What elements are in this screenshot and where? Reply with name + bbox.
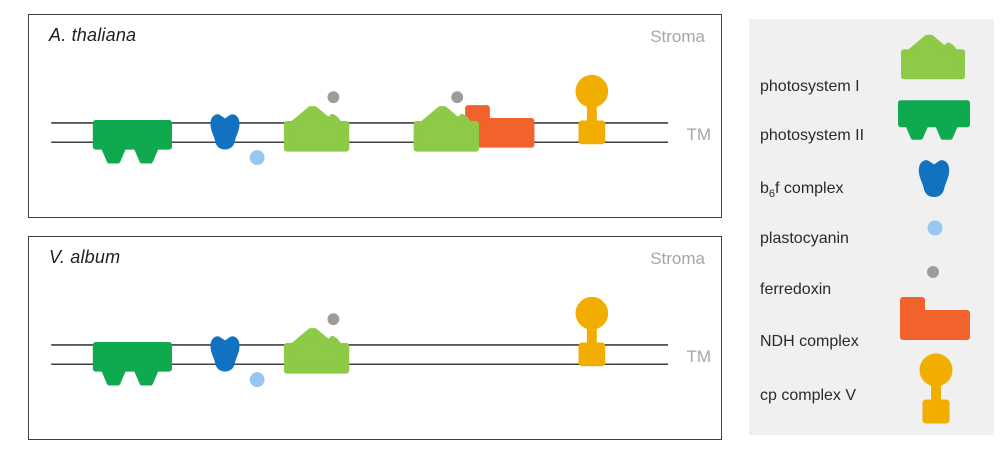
panel-a-thaliana: A. thaliana Stroma TM xyxy=(28,14,722,218)
ndh-complex-icon xyxy=(900,297,970,340)
photosystem-2-shape xyxy=(96,123,169,161)
plastocyanin-icon xyxy=(927,220,943,236)
legend-label-ferredoxin: ferredoxin xyxy=(760,281,832,298)
legend-label-photosystem-2: photosystem II xyxy=(760,127,865,144)
stroma-label: Stroma xyxy=(650,27,705,46)
ferredoxin-shape xyxy=(327,91,340,104)
membrane-diagram-a-thaliana xyxy=(51,74,669,166)
legend-label-ndh-complex: NDH complex xyxy=(760,333,859,350)
b6f-complex-shape xyxy=(210,336,240,372)
cp-complex-v-icon xyxy=(919,353,953,424)
stroma-label: Stroma xyxy=(650,249,705,268)
species-title: V. album xyxy=(49,247,121,267)
plastocyanin-shape xyxy=(249,150,265,166)
legend: photosystem I photosystem II b6f complex… xyxy=(749,19,994,435)
b6f-complex-shape xyxy=(210,114,240,150)
membrane-diagram-v-album xyxy=(51,296,669,388)
species-title: A. thaliana xyxy=(49,25,137,45)
cp-complex-v-shape xyxy=(575,74,609,145)
photosystem-1-icon xyxy=(901,34,965,80)
ferredoxin-icon xyxy=(927,266,939,278)
tm-label: TM xyxy=(686,347,711,366)
legend-label-b6f-complex: b6f complex xyxy=(760,180,844,201)
plastocyanin-shape xyxy=(249,372,265,388)
tm-label: TM xyxy=(686,125,711,144)
ferredoxin-shape-2 xyxy=(451,91,464,104)
ferredoxin-shape xyxy=(327,313,340,326)
photosystem-1-shape xyxy=(287,109,346,149)
b6f-complex-icon xyxy=(918,160,950,198)
legend-label-cp-complex-v: cp complex V xyxy=(760,387,857,404)
panel-v-album: V. album Stroma TM xyxy=(28,236,722,440)
cp-complex-v-shape xyxy=(575,296,609,367)
legend-label-photosystem-1: photosystem I xyxy=(760,78,860,95)
legend-label-plastocyanin: plastocyanin xyxy=(760,230,849,247)
photosystem-1-shape xyxy=(287,331,346,371)
photosystem-2-icon xyxy=(898,99,970,141)
photosystem-2-shape xyxy=(96,345,169,383)
